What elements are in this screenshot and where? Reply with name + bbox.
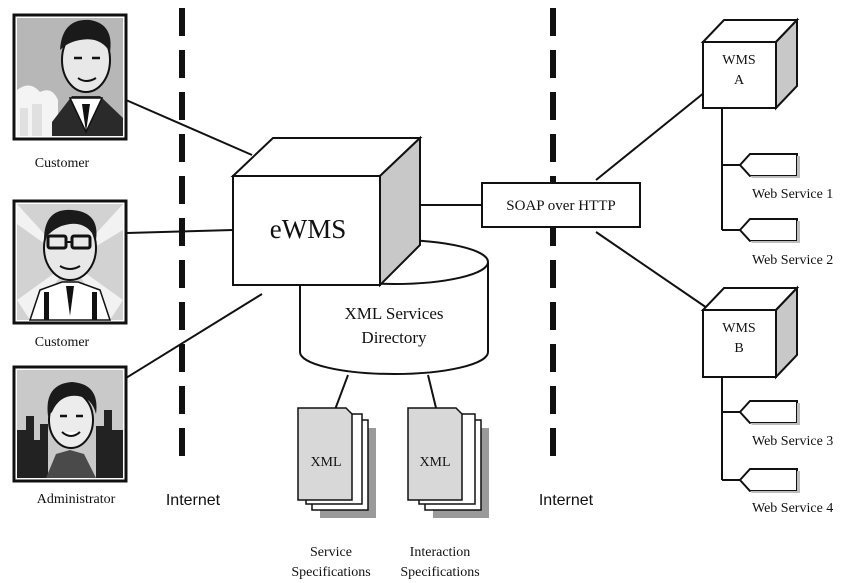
wms-a-label-line2: A [734,73,745,88]
customer-portrait-1 [12,13,128,141]
actor-label-2: Customer [35,335,90,350]
document-label-line1: Service [310,545,352,560]
web-service-tag-icon [738,400,800,425]
wms-b-label-line2: B [734,341,743,356]
wms-a-label-line1: WMS [722,53,755,68]
woman-portrait-icon [17,382,123,478]
xml-document-stack-icon [407,407,489,518]
businessman-portrait-icon [17,19,123,136]
directory-label-line2: Directory [361,328,427,347]
web-service-label: Web Service 3 [752,434,833,449]
wms-a-cube [700,17,800,111]
actor-label-1: Customer [35,156,90,171]
ewms-server-cube [230,135,423,288]
soap-over-http-box [481,182,641,228]
document-label-line1: Interaction [410,545,471,560]
ewms-label: eWMS [270,214,347,244]
xml-document-tag: XML [310,455,341,470]
man-with-glasses-portrait-icon [17,204,123,321]
internet-label-right: Internet [539,492,594,509]
soap-over-http-label: SOAP over HTTP [506,198,615,214]
wms-b-cube [700,285,800,380]
web-service-label: Web Service 1 [752,187,833,202]
wms-b-label-line1: WMS [722,321,755,336]
directory-label-line1: XML Services [345,304,444,323]
xml-document-tag: XML [419,455,450,470]
web-service-label: Web Service 4 [752,501,833,516]
web-service-label: Web Service 2 [752,253,833,268]
web-service-tag-icon [738,468,800,493]
document-label-line2: Specifications [291,565,370,580]
internet-label-left: Internet [166,492,221,509]
web-service-tag-icon [738,153,800,178]
administrator-portrait [12,365,128,483]
actor-label-3: Administrator [37,492,116,507]
connector-lines [125,87,740,481]
document-label-line2: Specifications [400,565,479,580]
web-service-tag-icon [738,218,800,243]
customer-portrait-2 [12,199,128,325]
xml-document-stack-icon [297,407,376,518]
